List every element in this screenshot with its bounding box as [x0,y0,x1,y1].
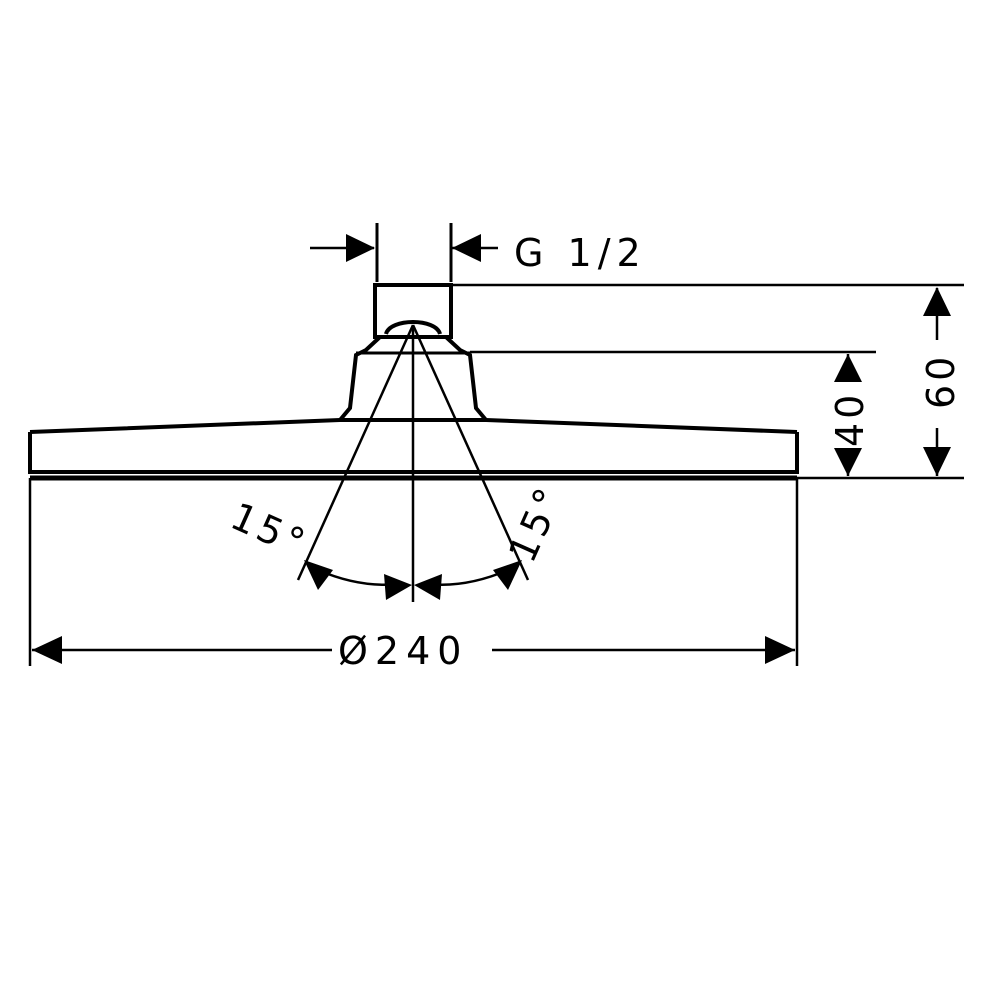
arrow-icon [346,234,375,262]
arrow-icon [304,560,333,590]
arrow-icon [834,448,862,476]
arrow-icon [765,636,795,664]
head-height-dimension [470,350,876,476]
spray-angle-lines [296,324,530,602]
diameter-dimension [28,478,799,666]
arrow-icon [32,636,62,664]
spray-line-left [296,324,415,581]
arrow-icon [923,287,951,316]
angle-label-left: 15° [224,494,314,566]
total-height-label: 60 [919,353,963,409]
arrow-icon [834,354,862,382]
thread-label: G 1/2 [514,231,647,275]
angle-label-right: 15° [500,478,572,568]
spray-line-right [411,324,530,581]
arrow-icon [414,574,442,600]
thread-dimension [310,223,498,282]
ball-joint [384,320,442,335]
arrow-icon [493,560,522,590]
arrow-icon [923,447,951,476]
diameter-label: Ø240 [338,629,468,673]
arrow-icon [452,234,481,262]
head-height-label: 40 [828,391,872,447]
arrow-icon [384,574,412,600]
neck [338,335,488,422]
total-height-dimension [451,283,964,480]
angle-arcs [304,560,522,600]
